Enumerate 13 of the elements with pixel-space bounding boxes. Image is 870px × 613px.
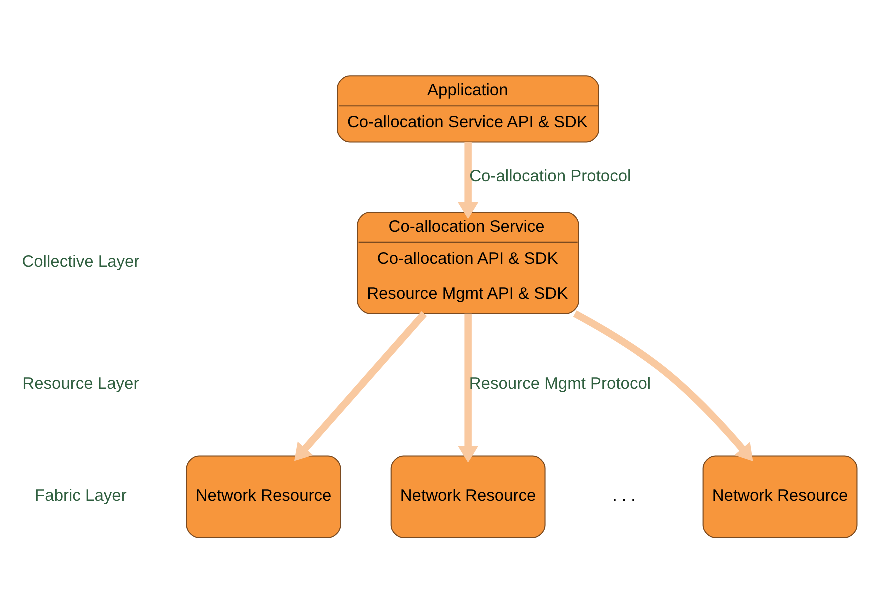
label: Fabric Layer bbox=[35, 485, 127, 504]
node-box: Network Resource bbox=[390, 455, 546, 538]
node-box: Network Resource bbox=[702, 455, 858, 538]
arrow bbox=[458, 142, 479, 219]
arrow bbox=[458, 313, 479, 462]
edge-label: Co-allocation Protocol bbox=[470, 166, 632, 185]
edge-label: Resource Mgmt Protocol bbox=[469, 373, 652, 392]
arrow bbox=[573, 310, 754, 462]
label: . . . bbox=[612, 485, 636, 504]
arrow bbox=[294, 310, 428, 461]
label: Collective Layer bbox=[22, 252, 140, 271]
label: Resource Layer bbox=[22, 373, 140, 392]
node-box: Network Resource bbox=[186, 455, 342, 538]
